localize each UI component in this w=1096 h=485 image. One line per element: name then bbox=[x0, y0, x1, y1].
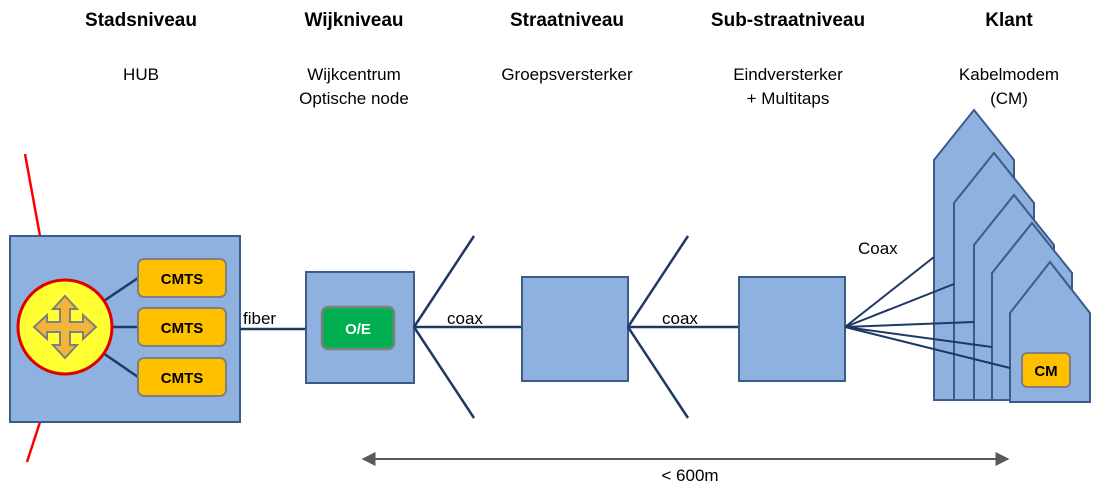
fiber-label: fiber bbox=[243, 309, 276, 328]
level-desc-groepsversterker: Groepsversterker bbox=[501, 65, 633, 84]
level-title-klant: Klant bbox=[985, 10, 1033, 31]
level-title-sub-straatniveau: Sub-straatniveau bbox=[711, 10, 865, 31]
splitter-1-branch-down bbox=[412, 326, 476, 419]
level-desc-hub: HUB bbox=[123, 65, 159, 84]
group-amplifier-box bbox=[521, 276, 629, 382]
cmts-box-2: CMTS bbox=[137, 307, 227, 347]
level-desc-wijkcentrum: Wijkcentrum bbox=[307, 65, 401, 84]
distance-label: < 600m bbox=[661, 466, 718, 485]
hub-uplink-line-top bbox=[23, 153, 42, 237]
cmts-label-2: CMTS bbox=[161, 320, 204, 337]
level-desc-optische-node: Optische node bbox=[299, 89, 409, 108]
level-title-wijkniveau: Wijkniveau bbox=[304, 10, 403, 31]
level-desc-kabelmodem: Kabelmodem bbox=[959, 65, 1059, 84]
cmts-label-3: CMTS bbox=[161, 370, 204, 387]
coax-label-2: coax bbox=[662, 309, 698, 328]
splitter-2-branch-down bbox=[626, 326, 690, 419]
coax-label-1: coax bbox=[447, 309, 483, 328]
drop-line-2 bbox=[844, 283, 955, 328]
cable-modem-box: CM bbox=[1021, 352, 1071, 388]
level-desc-cm: (CM) bbox=[990, 89, 1028, 108]
coax-customer-label: Coax bbox=[858, 239, 898, 258]
end-amplifier-box bbox=[738, 276, 846, 382]
cm-label: CM bbox=[1034, 363, 1057, 380]
drop-line-5 bbox=[844, 326, 1011, 369]
level-desc-eindversterker: Eindversterker bbox=[733, 65, 843, 84]
router-icon bbox=[16, 278, 114, 376]
cmts-box-1: CMTS bbox=[137, 258, 227, 298]
oe-converter: O/E bbox=[320, 305, 396, 351]
drop-line-1 bbox=[844, 256, 935, 328]
level-title-straatniveau: Straatniveau bbox=[510, 10, 624, 31]
oe-label: O/E bbox=[345, 321, 371, 338]
hub-uplink-line-bottom bbox=[25, 421, 42, 463]
cmts-label-1: CMTS bbox=[161, 271, 204, 288]
level-desc-multitaps: + Multitaps bbox=[747, 89, 830, 108]
cmts-box-3: CMTS bbox=[137, 357, 227, 397]
level-title-stadsniveau: Stadsniveau bbox=[85, 10, 197, 31]
drop-line-4 bbox=[844, 326, 993, 348]
drop-line-3 bbox=[844, 321, 975, 328]
splitter-2-branch-up bbox=[626, 235, 690, 328]
splitter-1-branch-up bbox=[412, 235, 476, 328]
